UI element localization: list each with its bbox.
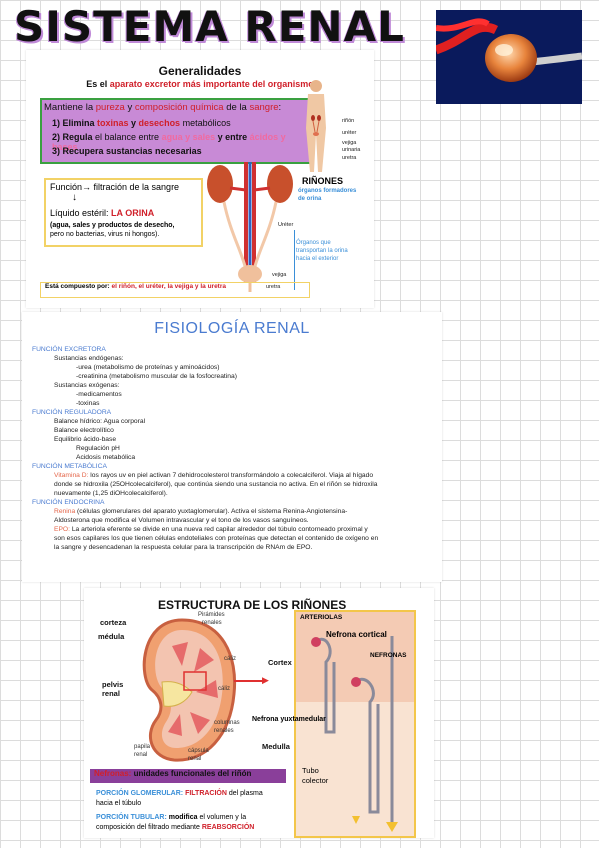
functions-box: Mantiene la pureza y composición química… (40, 98, 312, 164)
organos-divider (294, 230, 295, 290)
text-line: Balance hídrico: Agua corporal (54, 418, 146, 425)
label-capsula-1: cápsula (188, 748, 209, 754)
function-item-3: 3) Recupera sustancias necesarias (52, 146, 202, 156)
down-arrow-icon: ↓ (72, 192, 77, 203)
uretra-label: uretra (266, 284, 281, 290)
label-papila-2: renal (134, 752, 148, 758)
label-piramides-1: Pirámides (198, 612, 225, 618)
function-item-1: 1) Elimina toxinas y desechos metabólico… (52, 118, 231, 128)
vejiga-label: vejiga (272, 272, 287, 278)
label-columnas-1: columnas (214, 720, 240, 726)
ureter-label: Uréter (278, 222, 294, 228)
label-medulla: Medulla (262, 742, 290, 751)
funcion-text: Función→ filtración de la sangre (50, 182, 180, 192)
subtitle-highlight: aparato excretor más importante del orga… (109, 79, 314, 89)
functions-heading: Mantiene la pureza y composición química… (44, 102, 282, 113)
estructura-title: ESTRUCTURA DE LOS RIÑONES (158, 598, 347, 612)
porcion-glomerular-2: hacia el túbulo (96, 800, 142, 807)
text-line: Sustancias endógenas: (54, 355, 124, 362)
text-line: Equilibrio ácido-base (54, 436, 117, 443)
function-item-2: 2) Regula el balance entre agua y sales … (52, 132, 286, 152)
human-body-figure (304, 78, 328, 174)
label-tubo-2: colector (302, 776, 329, 785)
label-columnas-2: renales (214, 728, 234, 734)
section-excretora: FUNCIÓN EXCRETORA (32, 346, 106, 353)
section-endocrina: FUNCIÓN ENDOCRINA (32, 499, 105, 506)
kidney-3d-icon (436, 18, 582, 82)
zoom-connector-line (234, 680, 264, 682)
page-title: SISTEMA RENAL (14, 2, 405, 51)
generalidades-card: Generalidades Es el aparato excretor más… (26, 50, 374, 308)
text-line: -medicamentos (76, 391, 122, 398)
label-tubo-1: Tubo (302, 766, 319, 775)
nephron-panel: ARTERIOLAS Nefrona cortical NEFRONAS Nef… (252, 610, 416, 838)
compuesto-box: Está compuesto por: el riñón, el uréter,… (40, 282, 310, 298)
fig-label-ureter: uréter (342, 130, 357, 136)
text-line: -urea (metabolismo de proteínas y aminoá… (76, 364, 220, 371)
zoom-arrow-icon: ▶ (262, 675, 269, 685)
fisiologia-title: FISIOLOGÍA RENAL (154, 320, 310, 337)
label-pelvis-2: renal (102, 689, 120, 698)
liquido-text: Líquido estéril: LA ORINA (50, 208, 155, 218)
rinones-sub-1: órganos formadores (298, 188, 357, 194)
text-line: Aldosterona que modifica el Volumen intr… (54, 517, 309, 524)
label-corteza: corteza (100, 618, 127, 627)
kidney-hero-image (436, 10, 582, 104)
fisiologia-card: FISIOLOGÍA RENAL FUNCIÓN EXCRETORA Susta… (22, 312, 442, 582)
subtitle-prefix: Es el (86, 79, 110, 89)
nefronas-banner: Nefronas: unidades funcionales del riñón (90, 769, 286, 783)
section-reguladora: FUNCIÓN REGULADORA (32, 409, 112, 416)
funcion-box: Función→ filtración de la sangre ↓ Líqui… (44, 178, 203, 247)
text-line: nuevamente (1,25 diOHcolecalciferol). (54, 490, 168, 497)
porcion-tubular: PORCIÓN TUBULAR: modifica el volumen y l… (96, 814, 247, 821)
kidney-section-figure (122, 616, 240, 766)
estructura-card: ESTRUCTURA DE LOS RIÑONES ▶ corteza médu… (84, 588, 434, 838)
text-line: son esos capilares los que tienen célula… (54, 535, 379, 542)
liquido-note-2: pero no bacterias, virus ni hongos). (50, 231, 160, 238)
label-nefrona-yuxta: Nefrona yuxtamedular (252, 716, 326, 723)
label-capsula-2: renal (188, 756, 202, 762)
section-metabolica: FUNCIÓN METABÓLICA (32, 463, 107, 470)
organos-2: transportan la orina (296, 248, 348, 254)
generalidades-title: Generalidades (158, 64, 242, 78)
fig-label-uretra: uretra (342, 155, 357, 161)
text-line: donde se hidroxila (25OHcolecalciferol),… (54, 481, 378, 488)
rinones-sub-2: de orina (298, 196, 322, 202)
text-line: Vitamina D: los rayos uv en piel activan… (54, 472, 374, 479)
text-line: Sustancias exógenas: (54, 382, 120, 389)
label-nefrona-cortical: Nefrona cortical (326, 630, 387, 639)
label-pelvis-1: pelvis (102, 680, 124, 689)
text-line: Renina (células glomerulares del aparato… (54, 508, 348, 515)
text-line: Balance electrolítico (54, 427, 114, 434)
fig-label-vejiga: vejiga (342, 140, 357, 146)
label-papila-1: papila (134, 744, 151, 750)
rinones-label: RIÑONES (302, 176, 344, 186)
organos-3: hacia el exterior (296, 256, 339, 262)
label-arteriolas: ARTERIOLAS (300, 614, 343, 621)
organos-1: Órganos que (296, 240, 331, 246)
porcion-glomerular: PORCIÓN GLOMERULAR: FILTRACIÓN del plasm… (96, 790, 263, 797)
label-cortex: Cortex (268, 658, 292, 667)
label-caliz-1: cáliz (224, 656, 237, 662)
label-piramides-2: renales (202, 620, 222, 626)
text-line: Regulación pH (76, 445, 120, 452)
label-nefronas: NEFRONAS (370, 652, 407, 659)
text-line: -toxinas (76, 400, 100, 407)
text-line: EPO: La arteriola eferente se divide en … (54, 526, 368, 533)
text-line: Acidosis metabólica (76, 454, 136, 461)
fig-label-urinaria: urinaria (342, 147, 361, 153)
text-line: -creatinina (metabolismo muscular de la … (76, 373, 237, 380)
porcion-tubular-2: composición del filtrado mediante REABSO… (96, 824, 255, 831)
urinary-tract-figure (202, 162, 298, 292)
generalidades-subtitle: Es el aparato excretor más importante de… (26, 79, 374, 89)
liquido-note-1: (agua, sales y productos de desecho, (50, 222, 175, 229)
label-medula: médula (98, 632, 125, 641)
text-line: la sangre y desencadenan la respuesta ce… (54, 544, 313, 551)
label-caliz-2: cáliz (218, 686, 231, 692)
fig-label-rinon: riñón (342, 118, 355, 124)
